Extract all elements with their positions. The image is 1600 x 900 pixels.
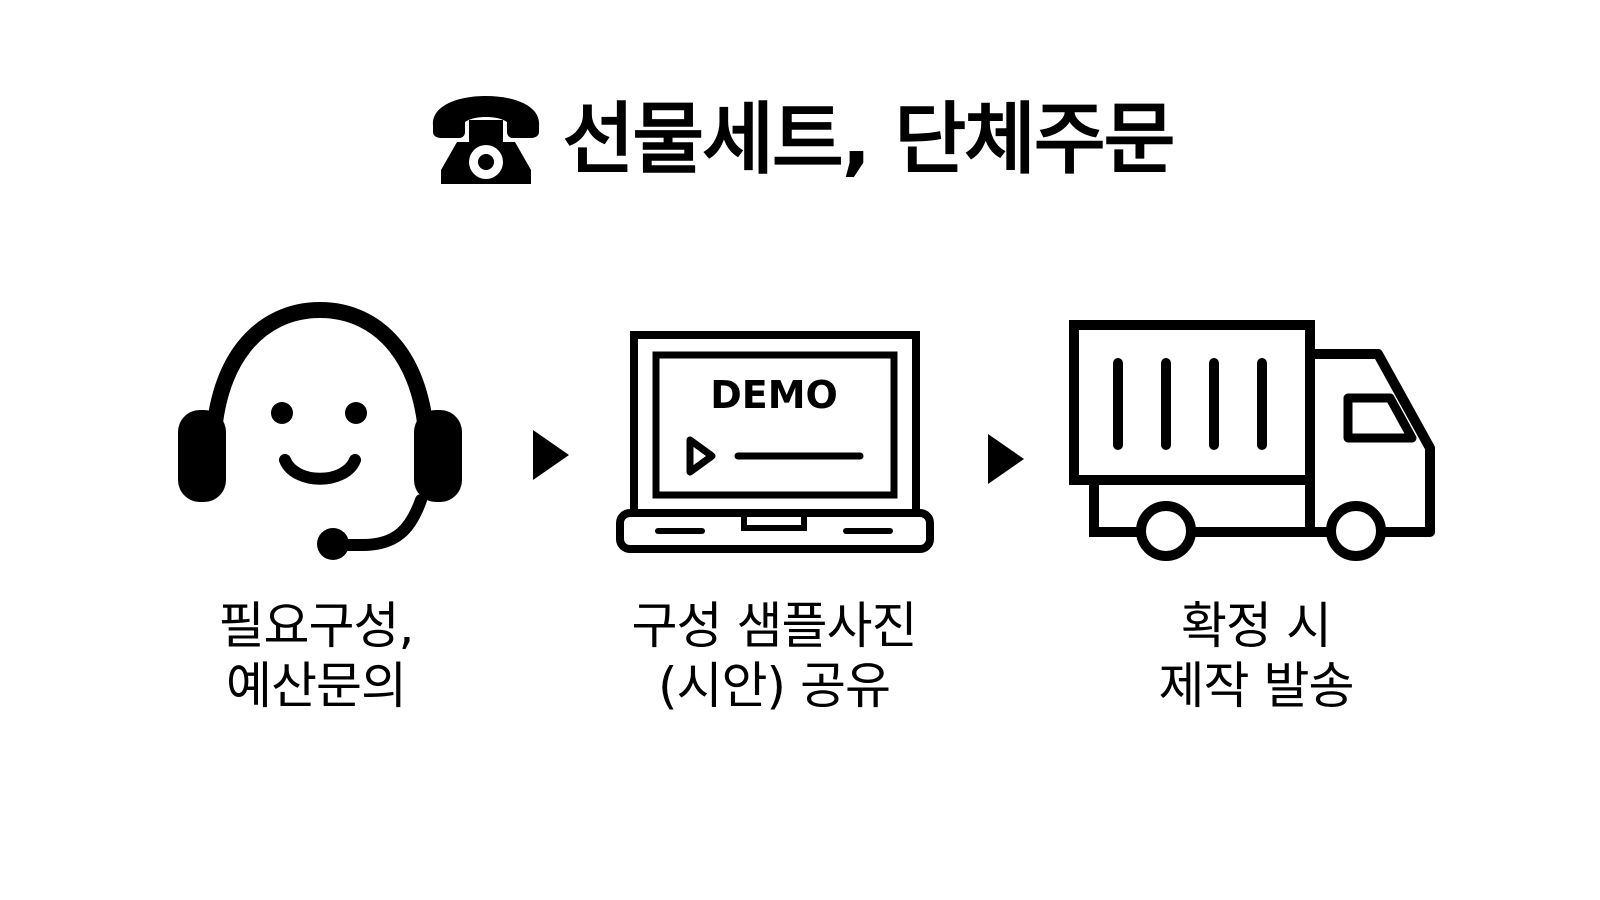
step-label-inquiry: 필요구성, 예산문의 <box>106 596 526 716</box>
headset-smiley-icon <box>175 300 465 570</box>
step-label-line: 필요구성, <box>218 597 415 655</box>
step-label-line: 확정 시 <box>1181 597 1332 655</box>
demo-screen-text: DEMO <box>710 373 838 417</box>
header: 선물세트, 단체주문 <box>0 92 1600 188</box>
arrow-right-icon <box>986 432 1026 490</box>
step-label-line: 구성 샘플사진 <box>631 597 918 655</box>
delivery-truck-icon <box>1068 318 1440 566</box>
laptop-demo-icon: DEMO <box>616 330 936 556</box>
step-label-line: 예산문의 <box>226 657 407 715</box>
arrow-right-icon <box>531 428 571 486</box>
step-label-line: 제작 발송 <box>1158 657 1355 715</box>
page-title: 선물세트, 단체주문 <box>562 95 1176 185</box>
step-label-shipping: 확정 시 제작 발송 <box>1046 596 1466 716</box>
step-label-sample: 구성 샘플사진 (시안) 공유 <box>564 596 984 716</box>
step-label-line: (시안) 공유 <box>658 657 891 715</box>
phone-icon <box>427 92 545 188</box>
